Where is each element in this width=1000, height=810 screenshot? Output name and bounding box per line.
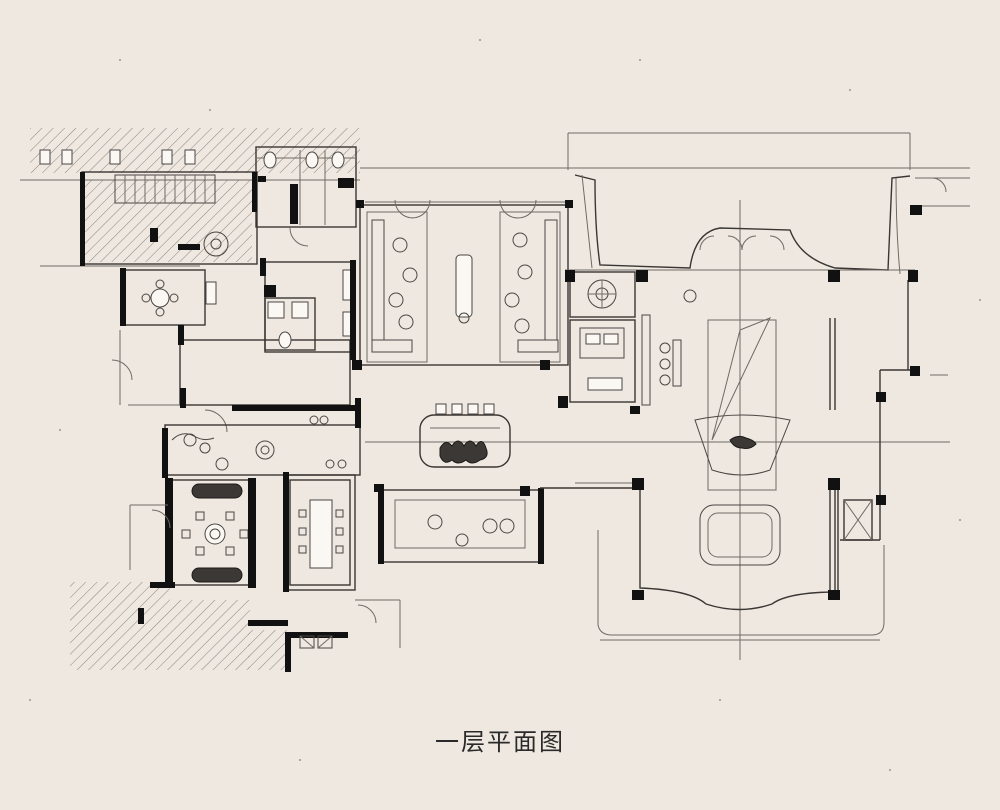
hatch-stair-zone [82,180,252,262]
door-swing-icon [111,359,133,381]
sofa-icon [191,483,243,583]
sofa-icon [171,433,229,471]
door-swing-icon [357,604,377,624]
hatched-areas [30,128,360,670]
hatch-bottom-left-2 [170,600,250,670]
chair-icon [309,415,347,469]
round-table-icon [255,440,275,460]
elevator-icon [299,635,333,649]
meeting-rooms-left [129,472,401,672]
door-swing-icon [394,199,414,219]
bar-stool-icon [455,254,473,324]
toilet-icon [267,301,309,349]
left-service-block [39,146,357,266]
stair-icon [114,174,216,204]
round-table-icon [388,232,533,334]
round-table-icon [204,523,226,545]
bar-stool-icon [435,403,495,415]
round-table-icon [141,279,179,317]
door-swing-icon [204,409,228,433]
chair-icon [181,511,249,556]
planter-icon [587,279,617,309]
bar-counter [419,403,511,468]
right-wing [540,174,970,636]
door-swing-icon [289,227,309,247]
plan-caption: 一层平面图 [435,728,565,756]
lounge-left [162,398,361,478]
hatch-bottom-left-3 [248,630,288,670]
chair-icon [298,509,344,554]
chair-icon [427,514,515,547]
left-rooms [111,227,357,433]
toilet-icon [39,149,345,169]
hatch-bottom-left [70,582,170,670]
chair-icon [659,339,682,387]
lower-centre-room [374,484,544,564]
door-swing-icon [151,509,171,529]
round-table-icon [309,499,333,569]
paper-speckle [29,39,981,771]
planter-icon [203,231,229,257]
sofa-icon [371,219,559,353]
central-lounge [352,199,573,370]
reference-lines [20,132,970,660]
